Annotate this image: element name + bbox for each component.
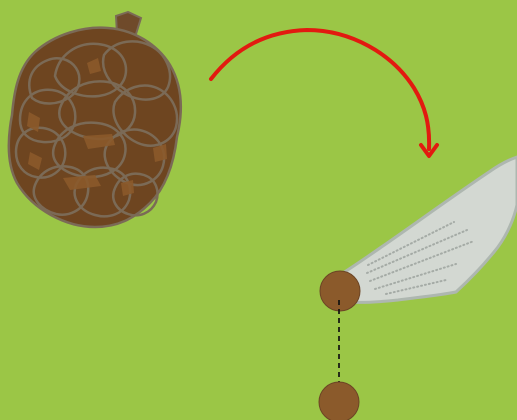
seed-on-wing (320, 271, 360, 311)
seed-wing (339, 157, 517, 302)
detached-seed-icon (319, 382, 359, 420)
winged-seed-icon (320, 157, 517, 311)
curved-arrow-path (211, 30, 429, 149)
pine-cone-icon (9, 12, 181, 227)
curved-arrow-icon (211, 30, 437, 156)
detached-seed (319, 382, 359, 420)
